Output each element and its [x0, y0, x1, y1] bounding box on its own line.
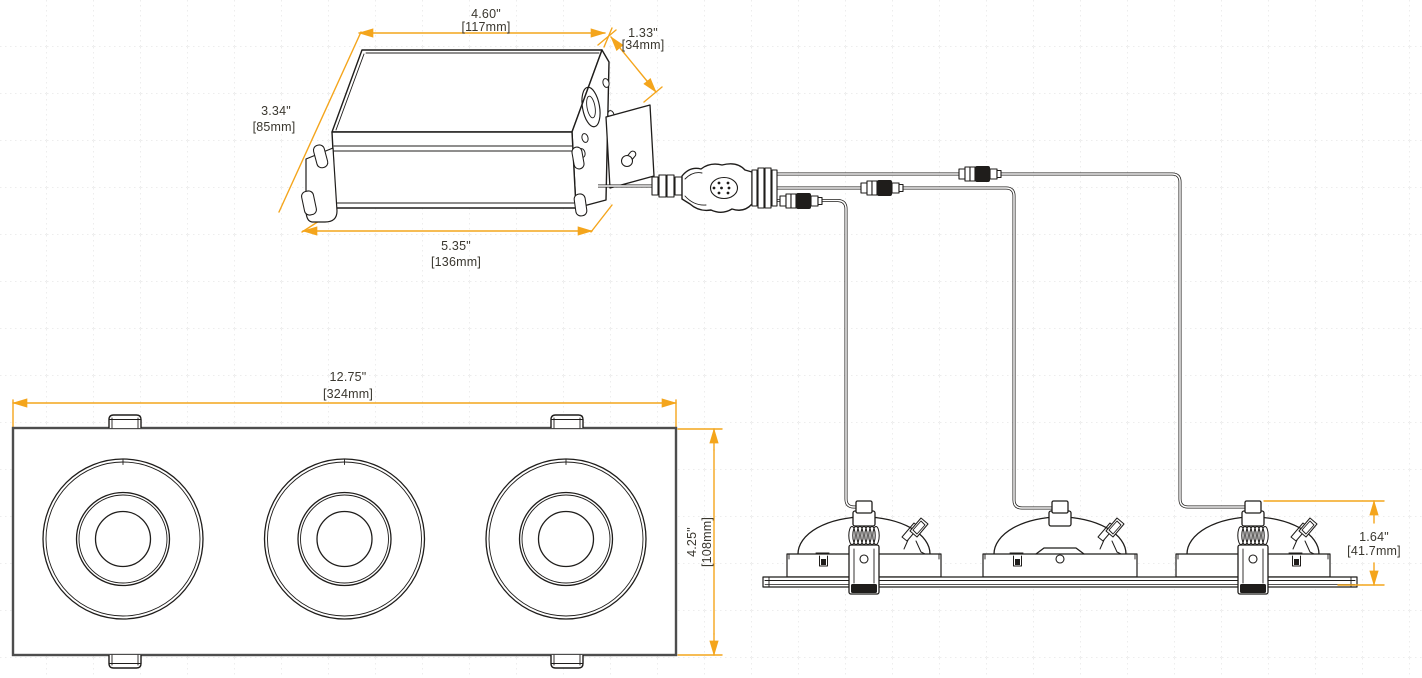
- dim-box-depth-inches: 1.33": [628, 26, 658, 40]
- dim-housing-height-mm: [41.7mm]: [1347, 544, 1401, 558]
- mounting-tab-top-left: [108, 414, 142, 429]
- dim-box-length-inches: 5.35": [441, 239, 471, 253]
- cables: [598, 172, 1245, 510]
- junction-box-isometric-view: 4.60" [117mm] 1.33" [34mm] 3.34" [85mm] …: [253, 7, 665, 269]
- dim-box-width-mm: [117mm]: [461, 20, 510, 34]
- junction-box-body: [301, 49, 655, 223]
- cable-cap-2: [1048, 500, 1072, 527]
- housings-side-view: 1.64" [41.7mm]: [762, 499, 1401, 595]
- plate-center-bump-2: [1035, 547, 1085, 555]
- dim-box-depth-mm: [34mm]: [622, 38, 665, 52]
- dim-box-height-inches: 3.34": [261, 104, 291, 118]
- plate-hole-2: [1055, 554, 1065, 564]
- housing-height-dimension: 1.64" [41.7mm]: [1263, 499, 1401, 587]
- trim-plate: [11, 426, 678, 657]
- dim-box-width-inches: 4.60": [471, 7, 501, 21]
- mounting-tab-bottom-right: [550, 654, 584, 669]
- trim-length-dimension: 12.75" [324mm]: [11, 370, 678, 428]
- dim-housing-height-inches: 1.64": [1359, 530, 1389, 544]
- mounting-tab-bottom-left: [108, 654, 142, 669]
- dim-box-height-mm: [85mm]: [253, 120, 296, 134]
- dim-trim-width-mm: [108mm]: [700, 517, 714, 567]
- dim-trim-length-mm: [324mm]: [323, 387, 373, 401]
- dim-box-length-mm: [136mm]: [431, 255, 481, 269]
- junction-box-dimension-lines: [278, 27, 663, 236]
- wiring-harness: [598, 163, 1245, 510]
- cable-splitter: [651, 163, 778, 213]
- dim-trim-width-inches: 4.25": [685, 527, 699, 557]
- splitter-label-dots: [712, 181, 731, 195]
- trim-width-dimension: 4.25" [108mm]: [677, 427, 723, 657]
- cable-cap-3: [1241, 500, 1265, 527]
- mounting-tab-top-right: [550, 414, 584, 429]
- splitter-label-oval: [709, 176, 739, 200]
- dim-trim-length-inches: 12.75": [330, 370, 367, 384]
- cable-cap-1: [852, 500, 876, 527]
- trim-front-view: 12.75" [324mm] 4.25" [108mm]: [11, 370, 723, 669]
